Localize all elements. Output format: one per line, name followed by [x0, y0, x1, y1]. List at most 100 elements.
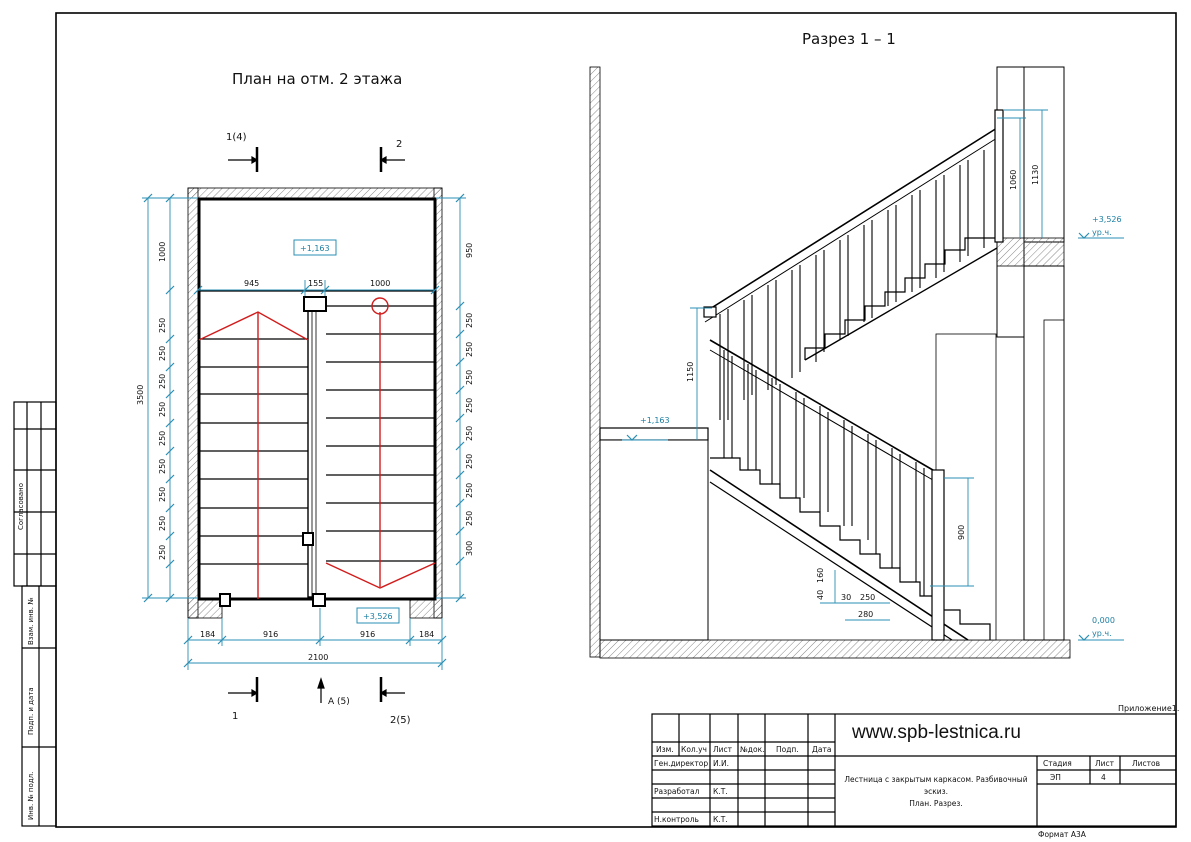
level-zero: 0,000: [1092, 616, 1115, 625]
dim-left-total: 3500: [136, 385, 145, 405]
row-name-1: И.И.: [713, 759, 729, 768]
dim-top-3: 1000: [370, 279, 390, 288]
side-sign-date: Подп. и дата: [27, 687, 35, 735]
plan-level-bottom-box: [356, 607, 400, 624]
dim-right-10: 300: [465, 541, 474, 556]
section-walls: [589, 66, 1071, 659]
header-izm: Изм.: [656, 745, 674, 754]
side-stamp: [13, 401, 57, 827]
dim-right-3: 250: [465, 342, 474, 357]
section-title: Разрез 1 – 1: [802, 30, 896, 48]
lower-flight: [709, 339, 991, 641]
level-upper-note: ур.ч.: [1092, 228, 1112, 237]
side-inv-replace: Взам. инв. №: [27, 597, 35, 645]
dim-left-4: 250: [158, 374, 167, 389]
dim-left-1: 1000: [158, 242, 167, 262]
dim-bottom-total: 2100: [308, 653, 328, 662]
row-name-2: К.Т.: [713, 787, 728, 796]
row-role-3: Н.контроль: [654, 815, 699, 824]
stage-value: ЭП: [1050, 773, 1061, 782]
plan-dims-right: 950 250 250 250 250 250 250 250 250 300: [465, 243, 474, 556]
stage-label: Стадия: [1043, 759, 1072, 768]
dim-right-7: 250: [465, 454, 474, 469]
section-dim-1150: 1150: [686, 362, 695, 382]
section-marker-arrows: [228, 155, 405, 703]
dim-left-2: 250: [158, 318, 167, 333]
plan-dims-left: 1000 250 250 250 250 250 250 250 250 250…: [136, 242, 167, 560]
dim-right-6: 250: [465, 426, 474, 441]
description-line-1: Лестница с закрытым каркасом. Разбивочны…: [844, 775, 1027, 784]
header-date: Дата: [812, 745, 831, 754]
sheet-label: Лист: [1095, 759, 1115, 768]
dim-right-1: 950: [465, 243, 474, 258]
plan-dims-bottom: 184 916 916 184 2100: [200, 630, 434, 662]
dim-top-1: 945: [244, 279, 259, 288]
section-dim-lines: [622, 109, 1124, 641]
plan-dims-top: 945 155 1000: [244, 279, 390, 288]
dim-right-2: 250: [465, 313, 474, 328]
upper-flight: [703, 109, 1004, 361]
level-markers: [626, 232, 1090, 641]
site-url: www.spb-lestnica.ru: [851, 722, 1021, 743]
level-zero-note: ур.ч.: [1092, 629, 1112, 638]
plan-walking-line: [198, 297, 436, 599]
section-dim-30: 30: [841, 593, 851, 602]
dim-left-3: 250: [158, 346, 167, 361]
plan-level-top-box: [293, 239, 337, 256]
side-agreed: Согласовано: [17, 483, 25, 530]
dim-bottom-2: 916: [263, 630, 278, 639]
lower-balusters: [723, 350, 925, 596]
sheet-value: 4: [1101, 773, 1106, 782]
plan-opening: [197, 197, 437, 601]
plan-steps: [199, 290, 435, 600]
plan-level-bottom: +3,526: [363, 612, 393, 621]
section-dim-280: 280: [858, 610, 873, 619]
dim-left-5: 250: [158, 402, 167, 417]
header-sign: Подп.: [776, 745, 799, 754]
dim-right-8: 250: [465, 483, 474, 498]
level-mid: +1,163: [640, 416, 670, 425]
dim-bottom-1: 184: [200, 630, 215, 639]
title-block-headers: Изм. Кол.уч Лист №док. Подп. Дата: [656, 745, 831, 754]
row-role-2: Разработал: [654, 787, 700, 796]
title-block-description: Лестница с закрытым каркасом. Разбивочны…: [844, 775, 1027, 808]
section-dim-1130: 1130: [1031, 165, 1040, 185]
dim-left-10: 250: [158, 545, 167, 560]
row-role-1: Ген.директор: [654, 759, 708, 768]
appendix-label: Приложение1.: [1118, 704, 1179, 713]
section-dim-250: 250: [860, 593, 875, 602]
format-label: Формат А3А: [1038, 830, 1087, 839]
section-dim-900: 900: [957, 525, 966, 540]
header-list: Лист: [713, 745, 733, 754]
dim-left-8: 250: [158, 487, 167, 502]
row-name-3: К.Т.: [713, 815, 728, 824]
section-dim-1060: 1060: [1009, 170, 1018, 190]
dim-top-2: 155: [308, 279, 323, 288]
dim-right-5: 250: [465, 398, 474, 413]
section-dims: 1060 1130 1150 900 160 40 30 250 280: [686, 165, 1040, 619]
side-inv-orig: Инв. № подл.: [27, 772, 35, 820]
sheets-label: Листов: [1132, 759, 1160, 768]
title-block-grid: [651, 713, 1177, 827]
plan-stringer: [219, 296, 327, 607]
title-block-rows: Ген.директор И.И. Разработал К.Т. Н.конт…: [654, 759, 729, 824]
description-line-2: эскиз.: [924, 787, 948, 796]
dim-right-9: 250: [465, 511, 474, 526]
level-upper: +3,526: [1092, 215, 1122, 224]
plan-title: План на отм. 2 этажа: [232, 70, 402, 88]
dim-left-6: 250: [158, 431, 167, 446]
arrow-mark-a5: А (5): [328, 697, 350, 707]
header-doc: №док.: [740, 745, 765, 754]
dim-left-7: 250: [158, 459, 167, 474]
section-mark-1: 1: [232, 711, 238, 722]
plan-walls: [187, 187, 443, 619]
title-block-stage: Стадия Лист Листов ЭП 4: [1043, 759, 1160, 782]
dim-left-9: 250: [158, 516, 167, 531]
dim-bottom-3: 916: [360, 630, 375, 639]
section-mark-2: 2: [396, 139, 402, 150]
dim-right-4: 250: [465, 370, 474, 385]
description-line-3: План. Разрез.: [909, 799, 963, 808]
upper-balusters: [719, 150, 985, 420]
plan-level-top: +1,163: [300, 244, 330, 253]
